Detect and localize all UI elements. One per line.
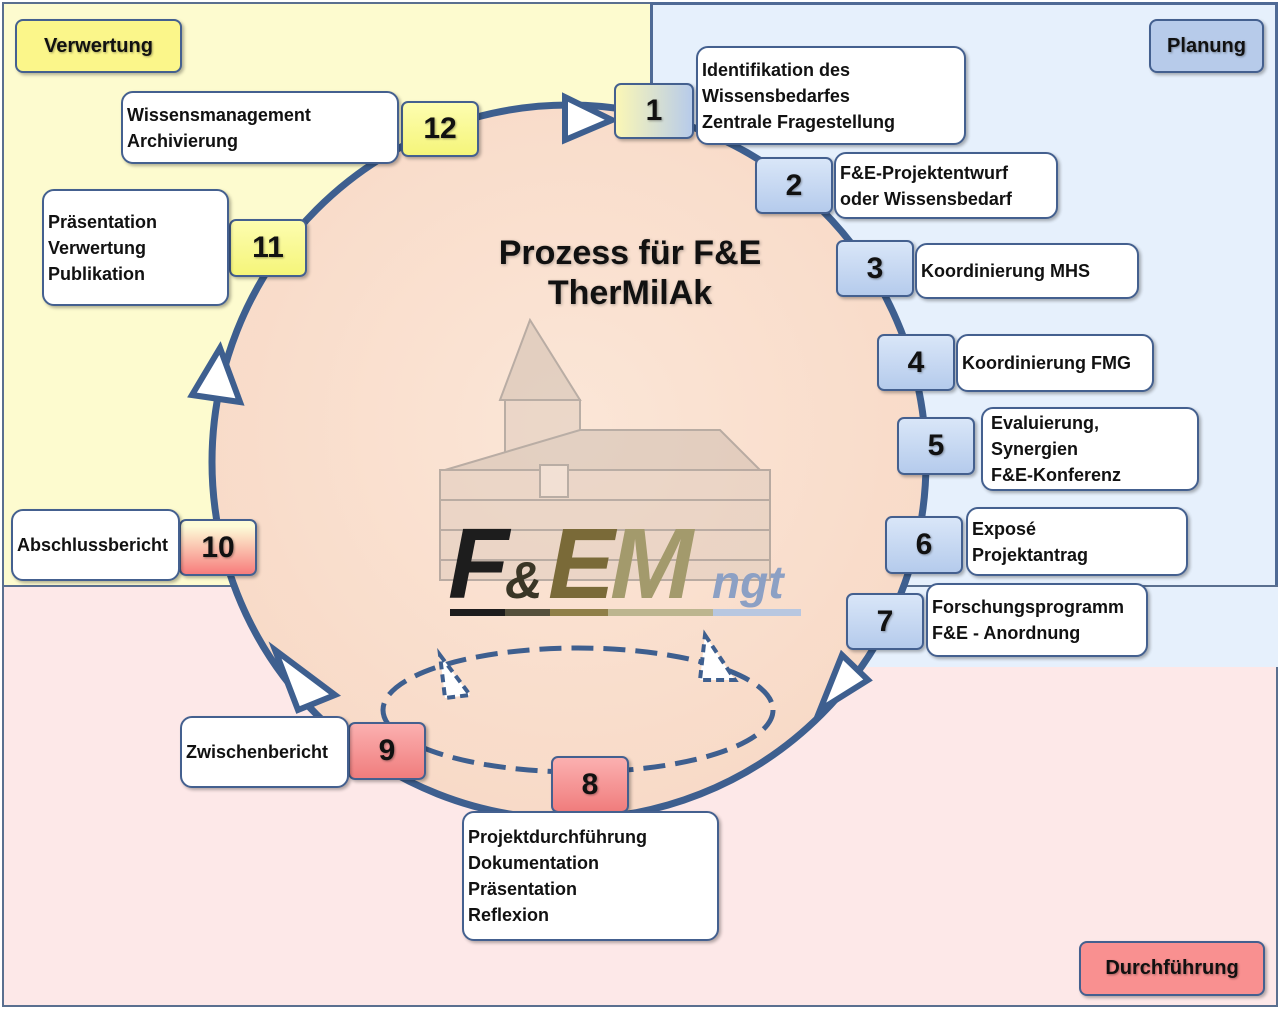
logo-ngt: ngt <box>712 556 785 608</box>
logo-letter-m: M <box>610 508 696 620</box>
step-9-label: Zwischenbericht <box>180 716 349 788</box>
step-4-label: Koordinierung FMG <box>956 334 1154 392</box>
arrow-left-lower-icon <box>268 641 342 714</box>
femngt-logo: F & E M ngt <box>448 508 801 620</box>
step-8-badge: 8 <box>551 756 629 813</box>
castle-watermark-icon <box>439 317 771 581</box>
title-line-1: Prozess für F&E <box>498 234 762 272</box>
step-4-badge: 4 <box>877 334 955 391</box>
phase-label-durchfuehrung: Durchführung <box>1079 941 1265 996</box>
feedback-loop <box>380 645 776 775</box>
arrow-right-icon <box>813 649 873 718</box>
title-line-2: TherMilAk <box>547 274 713 312</box>
feedback-arrow-right-icon <box>697 629 739 682</box>
step-10-label: Abschlussbericht <box>11 509 180 581</box>
step-3-label: Koordinierung MHS <box>915 243 1139 299</box>
step-12-badge: 12 <box>401 101 479 157</box>
arrow-left-upper-icon <box>187 341 245 406</box>
step-1-badge: 1 <box>614 83 694 139</box>
logo-ampersand: & <box>505 552 543 610</box>
phase-label-verwertung: Verwertung <box>15 19 182 73</box>
feedback-arrow-left-icon <box>437 647 474 701</box>
step-2-badge: 2 <box>755 157 833 214</box>
logo-letter-f: F <box>448 508 512 620</box>
phase-label-planung: Planung <box>1149 19 1264 73</box>
step-9-badge: 9 <box>348 722 426 780</box>
step-3-badge: 3 <box>836 240 914 297</box>
step-6-badge: 6 <box>885 516 963 574</box>
arrow-top-icon <box>562 92 620 145</box>
step-10-badge: 10 <box>179 519 257 576</box>
step-5-badge: 5 <box>897 417 975 475</box>
step-11-badge: 11 <box>229 219 307 277</box>
diagram-title: Prozess für F&E TherMilAk <box>440 233 820 313</box>
step-7-badge: 7 <box>846 593 924 650</box>
logo-letter-e: E <box>548 508 618 620</box>
